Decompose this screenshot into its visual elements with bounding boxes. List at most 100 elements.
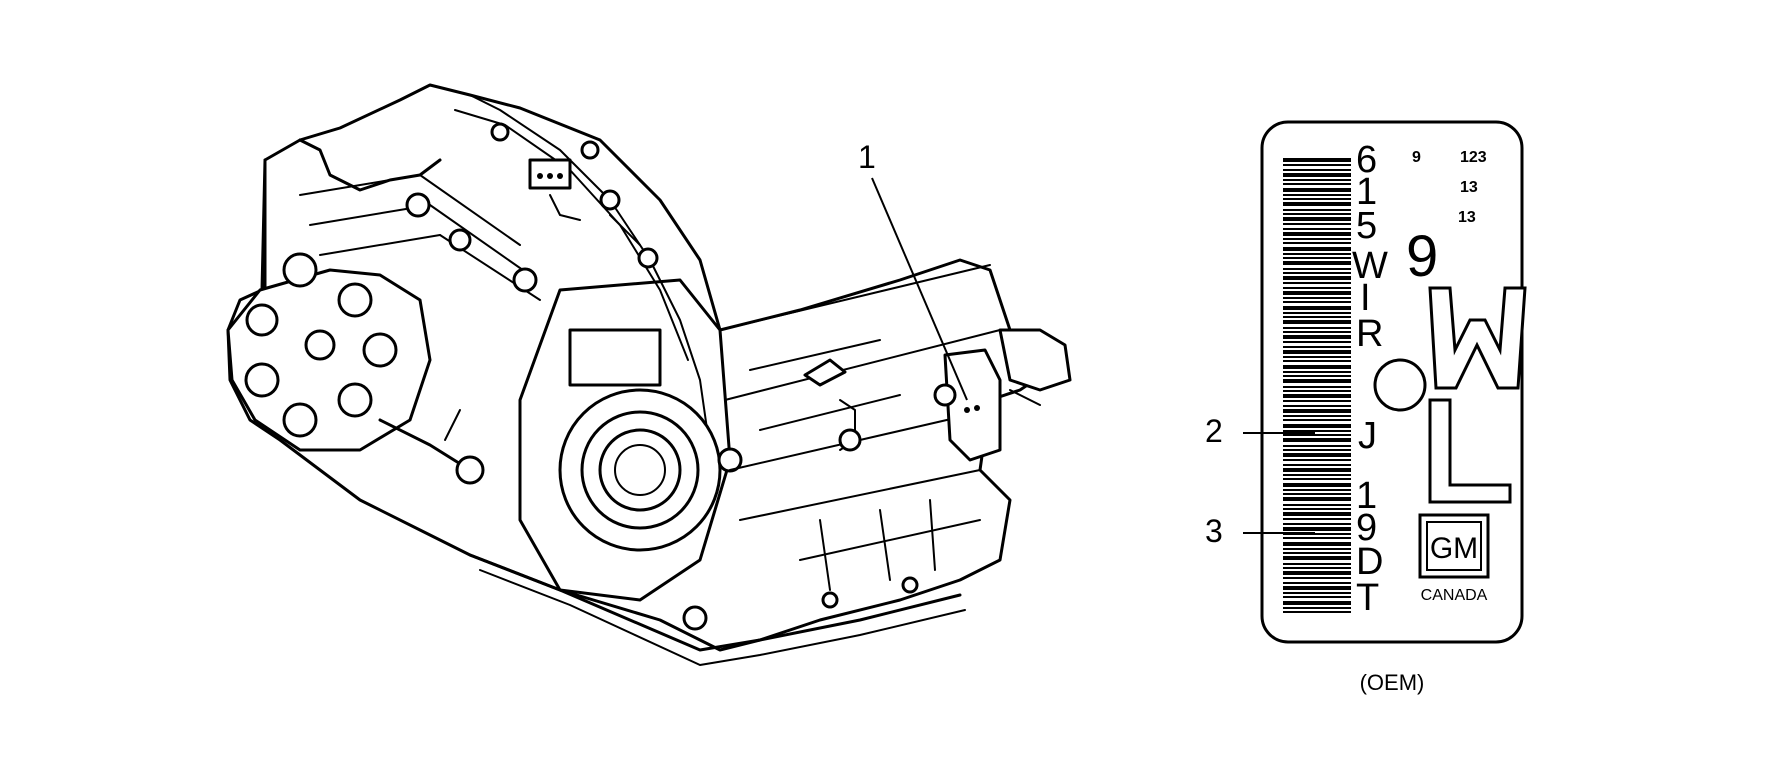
barcode-bar [1283, 223, 1351, 225]
barcode-bar [1283, 335, 1351, 339]
barcode-bar [1283, 282, 1351, 284]
barcode-bar [1283, 331, 1351, 333]
outlined-letter-l [1428, 398, 1512, 504]
barcode-bar [1283, 508, 1351, 510]
outlined-letter-w [1428, 286, 1527, 390]
label-char-1: 1 [1356, 171, 1377, 213]
barcode-bar [1283, 297, 1351, 299]
barcode-bar [1283, 453, 1351, 457]
barcode-bar [1283, 375, 1351, 377]
barcode-bar [1283, 217, 1351, 221]
barcode-bar [1283, 327, 1351, 329]
barcode-bar [1283, 238, 1351, 240]
barcode-bar [1283, 434, 1351, 436]
barcode-bar [1283, 247, 1351, 251]
callout-1: 1 [858, 139, 876, 175]
barcode-bar [1283, 405, 1351, 407]
barcode-bar [1283, 386, 1351, 388]
vertical-code-chars: 6 1 5 W I R J 1 9 D T [1352, 139, 1388, 619]
small-code-a: 9 [1412, 149, 1421, 166]
barcode-bar [1283, 601, 1351, 605]
callout-2: 2 [1205, 413, 1223, 449]
barcode-bar [1283, 571, 1351, 575]
barcode-bar [1283, 438, 1351, 442]
gm-logo-box [1418, 513, 1490, 579]
small-code-c: 13 [1460, 179, 1478, 196]
barcode-bar [1283, 424, 1351, 428]
barcode-bar [1283, 419, 1351, 421]
barcode-bar [1283, 552, 1351, 554]
barcode-bar [1283, 607, 1351, 609]
barcode-bar [1283, 257, 1351, 259]
barcode-bar [1283, 341, 1351, 343]
label-char-9: D [1356, 541, 1383, 583]
barcode-bar [1283, 316, 1351, 318]
barcode-bar [1283, 272, 1351, 274]
id-label: 6 1 5 W I R J 1 9 D T 9 123 13 13 9 GM [1260, 120, 1527, 644]
barcode-bar [1283, 360, 1351, 362]
barcode-bar [1283, 409, 1351, 413]
barcode [1283, 158, 1351, 613]
barcode-bar [1283, 312, 1351, 314]
barcode-bar [1283, 173, 1351, 177]
barcode-bar [1283, 253, 1351, 255]
barcode-bar [1283, 533, 1351, 535]
barcode-bar [1283, 548, 1351, 550]
barcode-bar [1283, 365, 1351, 369]
barcode-bar [1283, 158, 1351, 162]
barcode-bar [1283, 164, 1351, 166]
barcode-bar [1283, 527, 1351, 531]
barcode-bar [1283, 194, 1351, 196]
barcode-bar [1283, 400, 1351, 402]
barcode-bar [1283, 415, 1351, 417]
caption: (OEM) [1360, 670, 1425, 695]
barcode-bar [1283, 563, 1351, 565]
gm-logo-sub: CANADA [1421, 587, 1488, 604]
label-char-2: 5 [1356, 205, 1377, 247]
barcode-bar [1283, 567, 1351, 569]
big-nine: 9 [1406, 224, 1438, 289]
label-char-6: J [1358, 415, 1377, 457]
barcode-bar [1283, 371, 1351, 373]
barcode-bar [1283, 449, 1351, 451]
barcode-bar [1283, 556, 1351, 560]
callout-1-leader [871, 177, 968, 401]
barcode-bar [1283, 291, 1351, 295]
barcode-bar [1283, 287, 1351, 289]
barcode-bar [1283, 430, 1351, 432]
barcode-bar [1283, 228, 1351, 230]
barcode-bar [1283, 390, 1351, 392]
barcode-bar [1283, 346, 1351, 348]
barcode-bar [1283, 596, 1351, 598]
barcode-bar [1283, 169, 1351, 171]
barcode-bar [1283, 497, 1351, 501]
barcode-bar [1283, 198, 1351, 200]
barcode-bar [1283, 489, 1351, 491]
barcode-bar [1283, 306, 1351, 310]
barcode-bar [1283, 179, 1351, 181]
small-code-d: 13 [1458, 209, 1476, 226]
label-char-10: T [1356, 577, 1379, 619]
barcode-bar [1283, 268, 1351, 270]
barcode-bar [1283, 232, 1351, 236]
barcode-bar [1283, 586, 1351, 590]
barcode-bar [1283, 350, 1351, 354]
barcode-bar [1283, 356, 1351, 358]
gm-logo-text: GM [1430, 532, 1478, 565]
label-char-7: 1 [1356, 475, 1377, 517]
barcode-bar [1283, 261, 1351, 265]
barcode-bar [1283, 394, 1351, 398]
barcode-bar [1283, 518, 1351, 520]
barcode-bar [1283, 202, 1351, 206]
barcode-bar [1283, 474, 1351, 476]
label-char-4: I [1360, 277, 1371, 319]
callout-3: 3 [1205, 513, 1223, 549]
barcode-bar [1283, 512, 1351, 516]
barcode-bar [1283, 379, 1351, 383]
barcode-bar [1283, 320, 1351, 324]
transmission-illustration [226, 83, 1072, 666]
barcode-bar [1283, 592, 1351, 594]
label-char-8: 9 [1356, 507, 1377, 549]
barcode-bar [1283, 611, 1351, 613]
